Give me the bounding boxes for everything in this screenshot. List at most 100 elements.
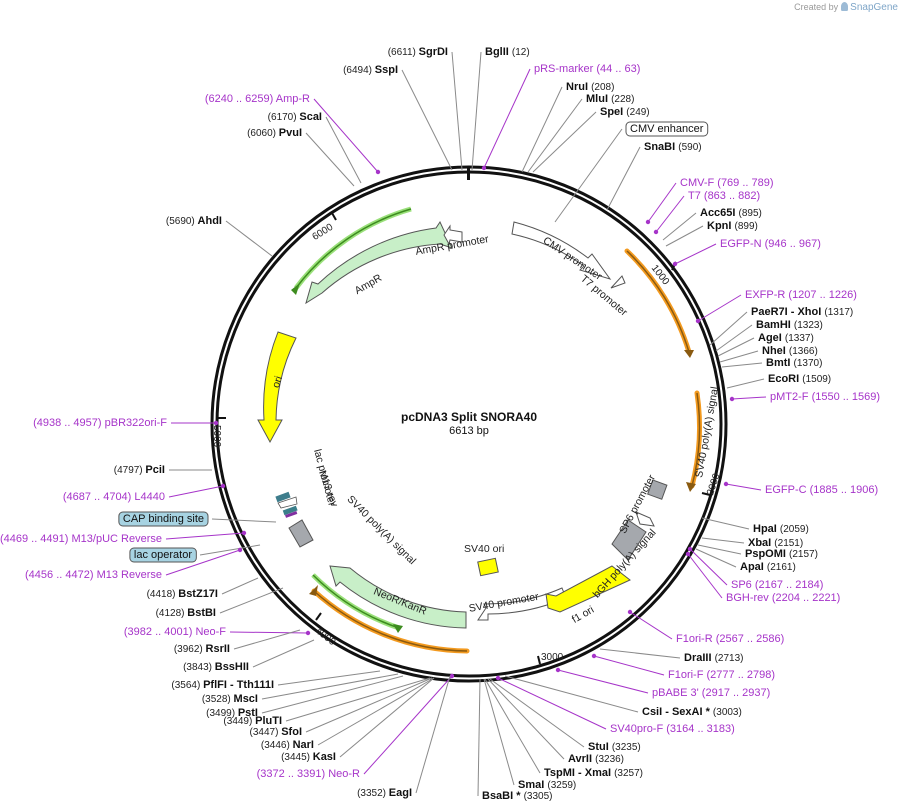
green-arc-neo-line (312, 574, 400, 629)
lac-operator-box (129, 547, 197, 563)
xbai-label: XbaI (2151) (748, 537, 803, 549)
lac-operator-leader-line (199, 544, 261, 556)
bstz17i-label: (4418) BstZ17I (147, 588, 218, 600)
feature-ampr: AmpR (353, 272, 385, 297)
rsrii-position: (3962) (174, 644, 206, 655)
pspomi-position: (2157) (789, 549, 818, 560)
msci-position: (3528) (202, 694, 234, 705)
kasi-name: KasI (313, 751, 336, 763)
cmv-f-name: CMV-F (680, 177, 717, 189)
m13-reverse-position: (4456 .. 4472) (25, 569, 97, 581)
l4440-name: L4440 (134, 491, 165, 503)
f1ori-r-primer-marker (627, 609, 633, 615)
prs-marker-name: pRS-marker (534, 63, 596, 75)
bsabi-position: (3305) (524, 791, 553, 802)
neo-f-leader-line (229, 631, 309, 634)
pluti-position: (3449) (223, 716, 255, 727)
amp-r-position: (6240 .. 6259) (205, 93, 276, 105)
exfp-r-name: EXFP-R (745, 289, 788, 301)
pvui-position: (6060) (247, 128, 279, 139)
pvui-label: (6060) PvuI (247, 127, 302, 139)
bmti-position: (1370) (794, 358, 823, 369)
scai-label: (6170) ScaI (268, 111, 322, 123)
agei-label: AgeI (1337) (758, 332, 814, 344)
pmt2-f-leader-line (731, 396, 767, 400)
msci-label: (3528) MscI (202, 693, 258, 705)
sgrdi-position: (6611) (388, 47, 419, 58)
pflfi-tth111i-name: PflFI - Tth111I (203, 679, 274, 691)
scai-leader-line (325, 116, 362, 184)
ori-arrow (257, 331, 297, 444)
rsrii-leader-line (233, 629, 301, 650)
egfp-dark-arc-1 (626, 250, 690, 353)
nari-position: (3446) (261, 740, 293, 751)
ampr-arrow (305, 220, 453, 305)
exfp-r-position: (1207 .. 1226) (788, 289, 857, 301)
pspomi-name: PspOMI (745, 548, 789, 560)
kasi-leader-line (339, 677, 435, 758)
paer7i-xhoi-name: PaeR7I - XhoI (751, 306, 824, 318)
sv40-polya-left (288, 519, 314, 548)
nhei-leader-line (719, 350, 759, 363)
sspi-position: (6494) (343, 65, 375, 76)
m13-puc-reverse-position: (4469 .. 4491) (0, 533, 72, 545)
exfp-r-primer-marker (695, 318, 701, 324)
pvui-name: PvuI (279, 127, 302, 139)
sgrdi-leader-line (451, 51, 463, 171)
pluti-leader-line (285, 677, 431, 722)
sfoi-leader-line (305, 677, 433, 733)
bgh-rev-leader-line (687, 553, 723, 599)
kasi-label: (3445) KasI (281, 751, 336, 763)
bstz17i-leader-line (221, 577, 259, 595)
sspi-leader-line (401, 69, 453, 171)
csii-sexai-label: CsiI - SexAI * (3003) (642, 706, 742, 718)
pbabe-3-name: pBABE 3' (652, 687, 702, 699)
pluti-name: PluTI (255, 715, 282, 727)
f1ori-f-position: (2777 .. 2798) (707, 669, 776, 681)
sp6-label: SP6 (2167 .. 2184) (731, 579, 823, 591)
draiii-position: (2713) (715, 653, 744, 664)
egfp-c-primer-marker (723, 481, 729, 487)
bglii-position: (12) (512, 47, 530, 58)
sp6-position: (2167 .. 2184) (755, 579, 824, 591)
hpai-label: HpaI (2059) (753, 523, 809, 535)
bgh-rev-position: (2204 .. 2221) (772, 592, 841, 604)
apai-label: ApaI (2161) (740, 561, 796, 573)
bsshii-label: (3843) BssHII (183, 661, 249, 673)
pbabe-3-leader-line (557, 669, 649, 694)
smai-leader-line (483, 678, 515, 786)
stui-name: StuI (588, 741, 612, 753)
prs-marker-position: (44 .. 63) (596, 63, 640, 75)
bamhi-label: BamHI (1323) (756, 319, 823, 331)
pvui-leader-line (305, 132, 355, 187)
feature-ori: ori (270, 375, 285, 390)
smai-position: (3259) (547, 780, 576, 791)
mlui-name: MluI (586, 93, 611, 105)
scai-name: ScaI (299, 111, 322, 123)
m13-puc-reverse-label: (4469 .. 4491) M13/pUC Reverse (0, 533, 162, 545)
bmti-label: BmtI (1370) (766, 357, 822, 369)
apai-name: ApaI (740, 561, 767, 573)
lac-promoter-arrow (277, 496, 298, 509)
bamhi-leader-line (715, 324, 753, 352)
pcii-position: (4797) (114, 465, 146, 476)
egfp-c-position: (1885 .. 1906) (810, 484, 879, 496)
sspi-name: SspI (375, 64, 398, 76)
eagi-position: (3352) (357, 788, 389, 799)
bsshii-position: (3843) (183, 662, 215, 673)
bstz17i-name: BstZ17I (178, 588, 218, 600)
bglii-leader-line (471, 51, 482, 171)
nrui-label: NruI (208) (566, 81, 614, 93)
nari-label: (3446) NarI (261, 739, 314, 751)
nhei-name: NheI (762, 345, 789, 357)
snabi-leader-line (606, 146, 641, 211)
bsabi-name: BsaBI * (482, 790, 524, 802)
pflfi-tth111i-label: (3564) PflFI - Tth111I (171, 679, 274, 691)
ampr-promoter-arrow (443, 224, 463, 246)
cmv-f-position: (769 .. 789) (717, 177, 773, 189)
acc65i-name: Acc65I (700, 207, 739, 219)
scai-position: (6170) (268, 112, 300, 123)
psti-leader-line (261, 675, 404, 714)
arrowhead-3 (309, 585, 318, 596)
hpai-position: (2059) (780, 524, 809, 535)
